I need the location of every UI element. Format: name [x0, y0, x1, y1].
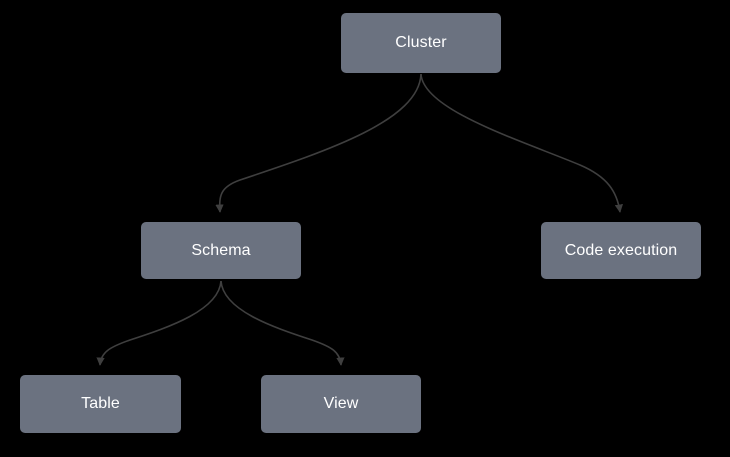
- node-schema-label: Schema: [191, 241, 251, 259]
- node-cluster[interactable]: Cluster: [341, 13, 501, 73]
- edge-cluster-code-execution: [420, 73, 624, 213]
- node-view[interactable]: View: [261, 375, 421, 433]
- edge-schema-table: [96, 280, 222, 366]
- node-table[interactable]: Table: [20, 375, 181, 433]
- edge-schema-view: [220, 280, 345, 366]
- node-code-execution-label: Code execution: [564, 241, 678, 259]
- node-table-label: Table: [81, 395, 120, 412]
- node-code-execution[interactable]: Code execution: [541, 222, 701, 279]
- node-schema[interactable]: Schema: [141, 222, 301, 279]
- node-view-label: View: [323, 395, 359, 412]
- node-cluster-label: Cluster: [395, 34, 447, 51]
- edge-cluster-schema: [215, 73, 422, 213]
